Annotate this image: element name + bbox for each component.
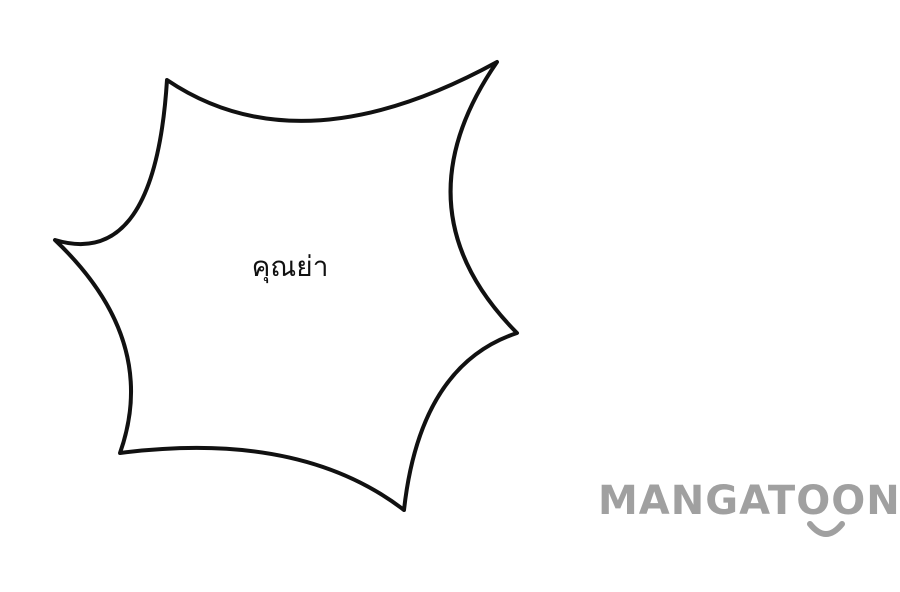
speech-bubble-outline: [53, 60, 519, 512]
smile-icon: [807, 521, 845, 537]
bubble-text: คุณย่า: [251, 250, 329, 283]
mangatoon-watermark: MANGATOON: [598, 478, 900, 548]
watermark-text: MANGATOON: [598, 478, 900, 524]
